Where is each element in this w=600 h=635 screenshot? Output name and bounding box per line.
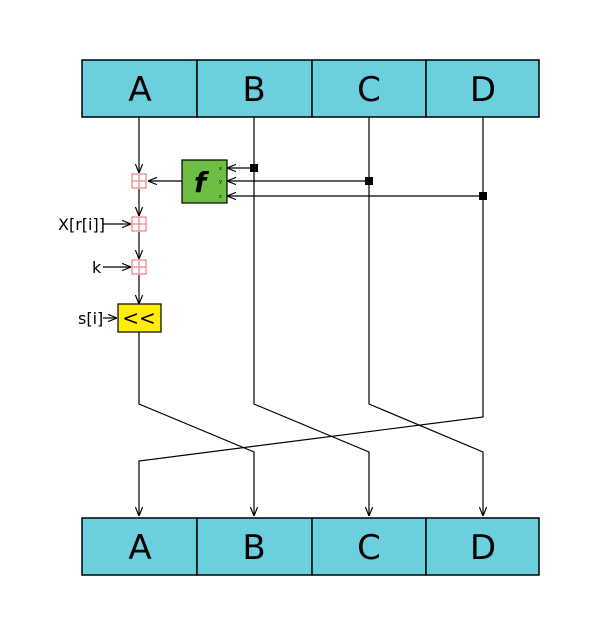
function-port-x: x xyxy=(219,166,222,172)
function-label: f xyxy=(194,166,210,199)
bottom-register-c-label: C xyxy=(357,528,381,568)
wire-d-to-a xyxy=(139,117,484,516)
top-register-c-label: C xyxy=(357,70,381,110)
bottom-register-a-label: A xyxy=(128,528,151,568)
message-input-label: X[r[i]] xyxy=(58,215,105,234)
function-box xyxy=(181,159,228,204)
wire-b-to-c xyxy=(253,117,369,516)
junction-dot-c xyxy=(365,177,373,185)
constant-input-label: k xyxy=(92,258,102,277)
bottom-register-b-label: B xyxy=(242,528,265,568)
rotate-block: << xyxy=(117,303,162,333)
top-register-b xyxy=(196,59,313,118)
bottom-register-b xyxy=(196,517,313,576)
shift-input-label: s[i] xyxy=(78,309,103,328)
top-register-d xyxy=(425,59,540,118)
top-register-a xyxy=(81,59,198,118)
bottom-register-d-label: D xyxy=(470,528,496,568)
junction-dot-b xyxy=(250,164,258,172)
wire-c-to-d xyxy=(368,117,483,516)
rotate-box xyxy=(117,303,162,333)
top-register-a-label: A xyxy=(128,70,151,110)
adder-3 xyxy=(131,259,147,275)
adder-2 xyxy=(131,216,147,232)
rotate-label: << xyxy=(122,306,156,330)
bottom-register-a xyxy=(81,517,198,576)
top-register-block: A B C D xyxy=(81,59,540,118)
wire-shift-to-b xyxy=(138,332,254,516)
bottom-register-d xyxy=(425,517,540,576)
function-port-z: z xyxy=(219,194,222,200)
bottom-register-block: A B C D xyxy=(81,517,540,576)
bottom-register-c xyxy=(311,517,427,576)
junction-dot-d xyxy=(479,192,487,200)
top-register-c xyxy=(311,59,427,118)
function-block: f x y z xyxy=(181,159,228,204)
adder-1 xyxy=(131,173,147,189)
top-register-d-label: D xyxy=(470,70,496,110)
top-register-b-label: B xyxy=(242,70,265,110)
function-port-y: y xyxy=(219,179,222,185)
